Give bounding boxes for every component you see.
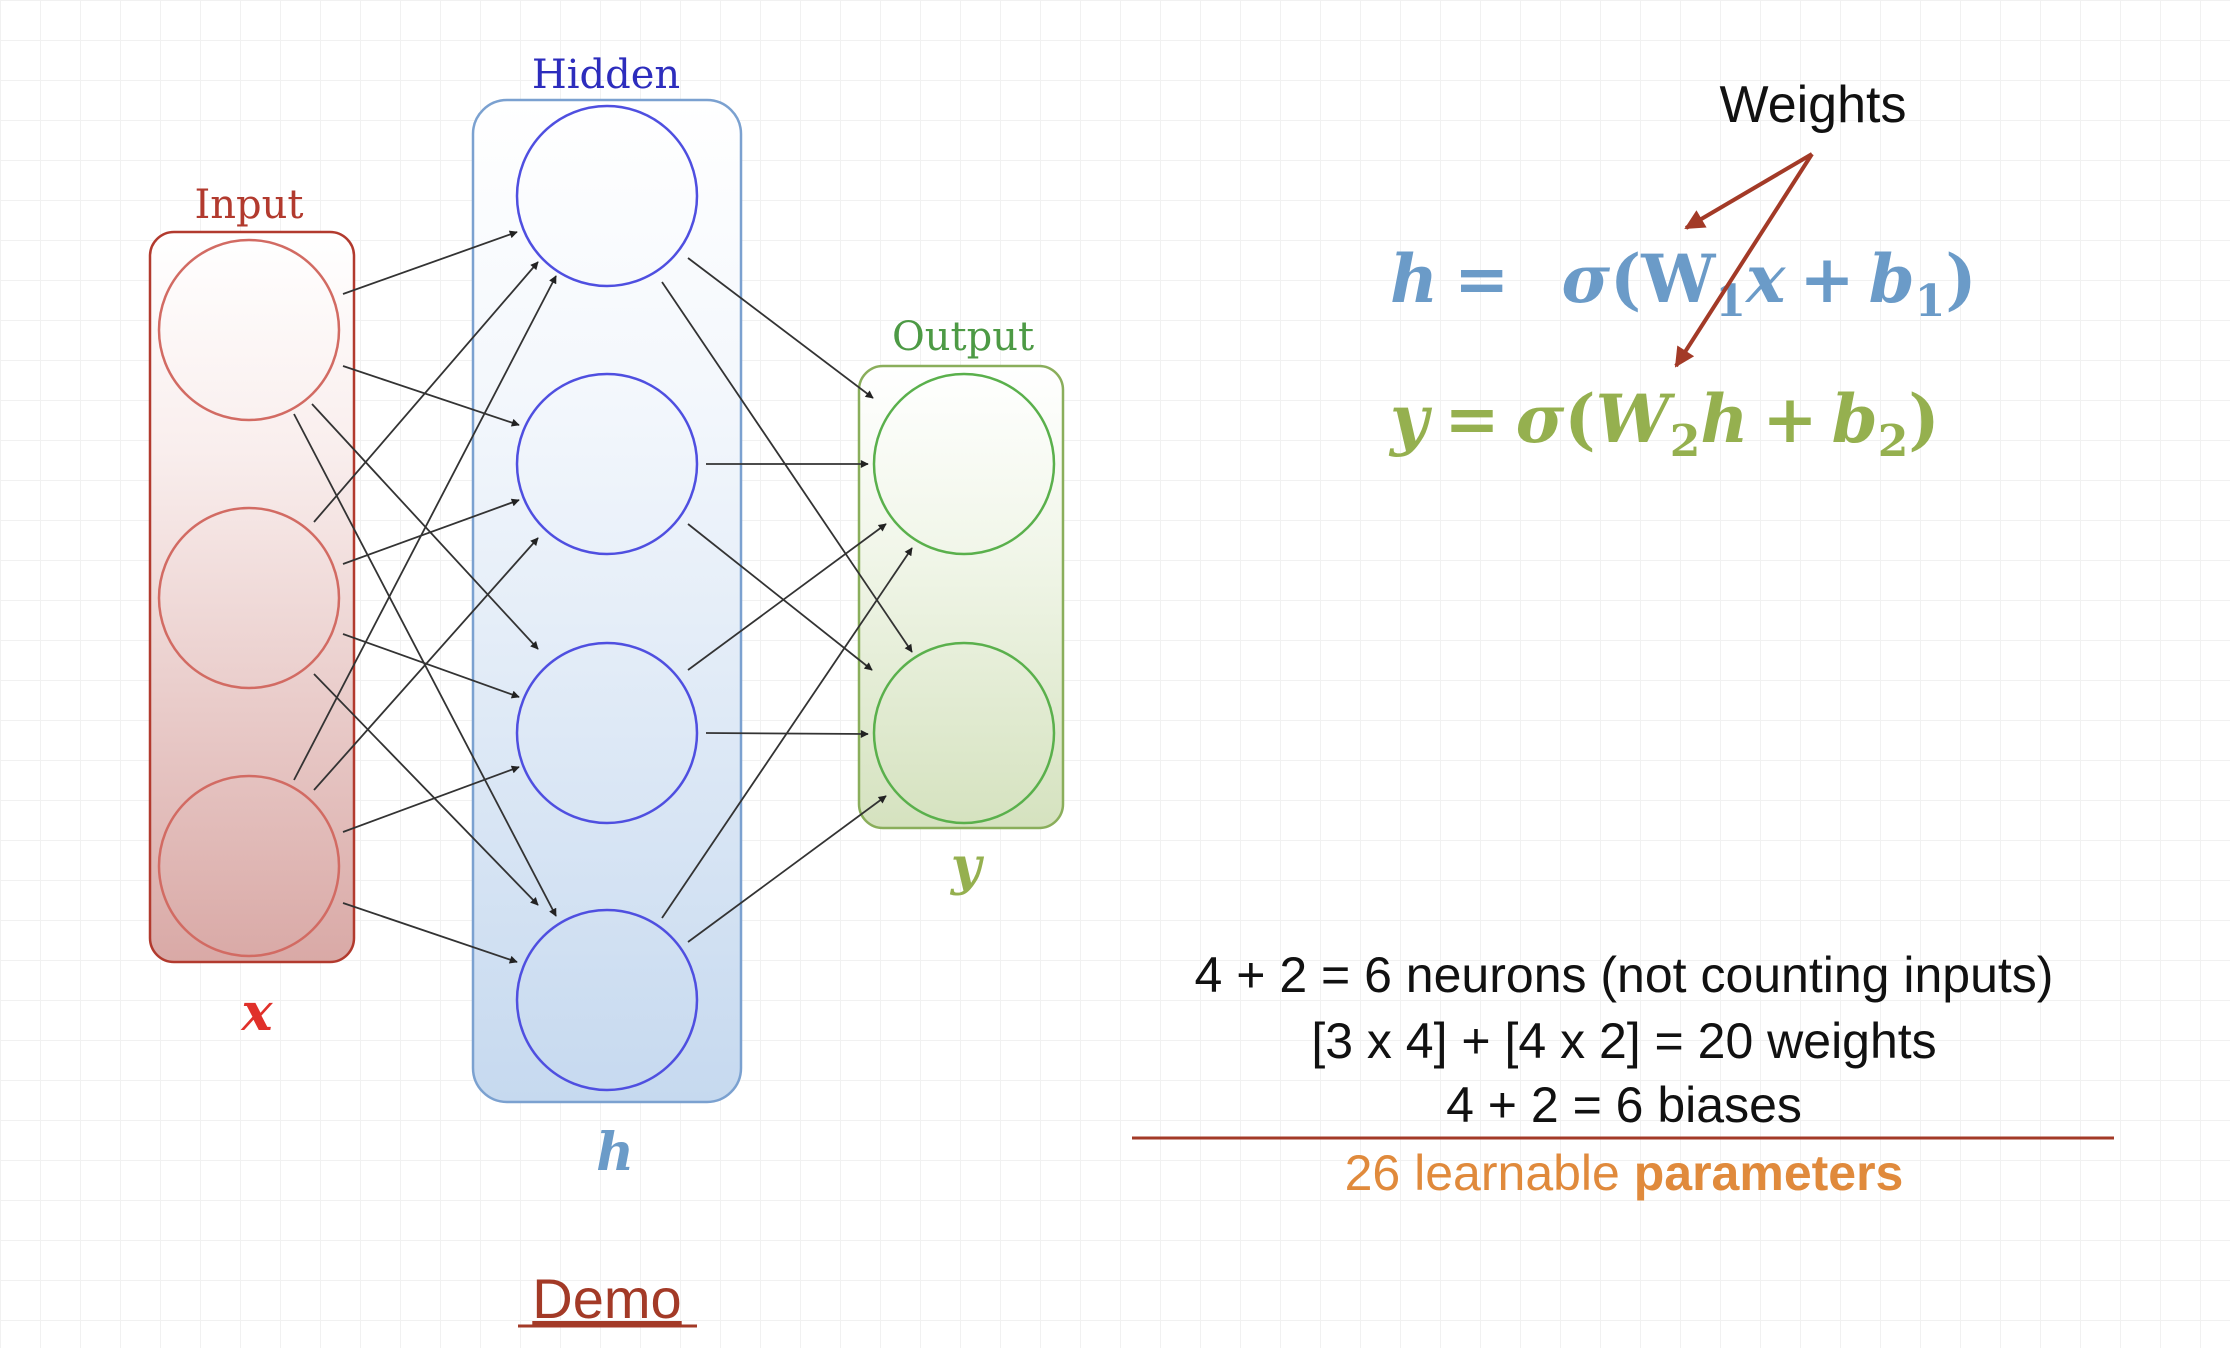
output-neuron <box>872 372 1056 556</box>
hidden-layer-box <box>471 98 743 1104</box>
output-eq-weight-sub: 2 <box>1670 416 1701 467</box>
input-neuron <box>157 774 341 958</box>
hidden-eq-bias-sub: 1 <box>1915 276 1946 327</box>
hidden-eq-close: ) <box>1945 240 1976 318</box>
hidden-neuron <box>515 372 699 556</box>
demo-link[interactable]: Demo <box>532 1267 681 1330</box>
output-eq-open: ( <box>1564 380 1595 458</box>
hidden-eq-input: x <box>1744 240 1786 318</box>
output-layer-label: Output <box>892 314 1034 360</box>
input-neuron <box>157 506 341 690</box>
output-eq-sigma: σ <box>1516 380 1565 458</box>
hidden-eq-weight: W <box>1640 240 1716 318</box>
weights-count: [3 x 4] + [4 x 2] = 20 weights <box>1311 1013 1936 1069</box>
weight-edge <box>313 261 539 523</box>
weight-edge <box>342 498 520 565</box>
hidden-eq-open: ( <box>1610 240 1641 318</box>
hidden-eq-sigma: σ <box>1561 240 1610 318</box>
weight-edge <box>342 230 518 295</box>
hidden-eq-equals: = <box>1454 240 1509 318</box>
hidden-var-label: h <box>596 1122 634 1183</box>
hidden-eq-bias: b <box>1869 240 1915 318</box>
weight-edge <box>313 673 539 906</box>
output-eq-plus: + <box>1762 380 1817 458</box>
weight-edge <box>661 547 913 919</box>
weight-edge <box>687 523 887 671</box>
hidden-equation: h=σ(W1x+b1) <box>1390 240 1977 327</box>
connections <box>293 230 913 964</box>
output-eq-close: ) <box>1908 380 1939 458</box>
output-eq-lhs: y <box>1388 380 1433 458</box>
weight-edge <box>687 795 887 943</box>
input-var-label: x <box>240 982 273 1043</box>
output-eq-hidden: h <box>1700 380 1748 458</box>
total-parameters: 26 learnable parameters <box>1345 1145 1904 1201</box>
output-eq-weight: W <box>1596 380 1676 458</box>
weight-edge <box>661 281 913 653</box>
weight-edge <box>342 902 518 964</box>
output-eq-bias: b <box>1832 380 1878 458</box>
hidden-eq-lhs: h <box>1390 240 1438 318</box>
input-layer-label: Input <box>194 182 303 228</box>
output-neuron <box>872 641 1056 825</box>
output-neurons <box>872 372 1056 825</box>
input-layer-box <box>148 230 356 964</box>
output-layer-box <box>857 364 1065 830</box>
total-parameters-prefix: 26 learnable <box>1345 1145 1634 1201</box>
weight-edge <box>687 257 874 399</box>
total-parameters-bold: parameters <box>1634 1145 1904 1201</box>
weight-edge <box>293 275 557 781</box>
output-equation: y=σ(W2h+b2) <box>1388 380 1940 467</box>
weights-arrow-w1 <box>1684 152 1814 230</box>
hidden-neuron <box>515 641 699 825</box>
output-eq-bias-sub: 2 <box>1878 416 1909 467</box>
output-var-label: y <box>950 836 985 897</box>
weight-edge <box>342 365 520 427</box>
hidden-eq-plus: + <box>1799 240 1854 318</box>
hidden-neurons <box>515 104 699 1092</box>
input-neuron <box>157 238 341 422</box>
hidden-neuron <box>515 104 699 288</box>
hidden-layer-label: Hidden <box>532 52 680 98</box>
weights-arrow-w2 <box>1674 152 1814 368</box>
hidden-neuron <box>515 908 699 1092</box>
output-eq-equals: = <box>1444 380 1499 458</box>
neurons-count: 4 + 2 = 6 neurons (not counting inputs) <box>1195 947 2054 1003</box>
weights-annotation-label: Weights <box>1720 76 1907 134</box>
weight-edge <box>687 523 873 671</box>
input-neurons <box>157 238 341 958</box>
weight-edge <box>342 765 520 833</box>
weights-annotation-arrows <box>1674 152 1814 368</box>
biases-count: 4 + 2 = 6 biases <box>1446 1077 1802 1133</box>
weight-edge <box>342 633 520 699</box>
weight-edge <box>313 537 539 791</box>
